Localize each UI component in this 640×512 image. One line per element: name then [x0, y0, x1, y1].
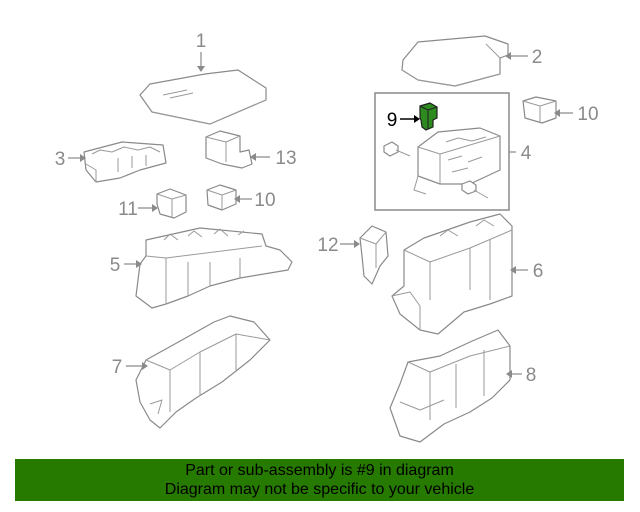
arrow-10-right-icon: [554, 109, 560, 117]
part-5-block-base[interactable]: [135, 227, 293, 309]
part-11-relay[interactable]: [156, 188, 187, 219]
part-7-bracket[interactable]: [135, 315, 271, 429]
part-4-fuse-block[interactable]: [413, 127, 501, 195]
callout-8[interactable]: 8: [526, 365, 537, 386]
part-10-relay-left[interactable]: [206, 184, 237, 211]
part-6-housing[interactable]: [391, 213, 513, 335]
part-1-cover[interactable]: [139, 69, 267, 125]
arrow-13-icon: [354, 240, 360, 248]
arrow-8-icon: [506, 370, 512, 378]
callout-10-left[interactable]: 10: [254, 190, 275, 211]
callout-4[interactable]: 4: [521, 143, 532, 164]
arrow-3-icon: [80, 154, 86, 162]
arrow-2-icon: [505, 52, 511, 60]
callout-3[interactable]: 3: [55, 149, 66, 170]
part-13-bracket[interactable]: [359, 225, 389, 285]
arrow-5-icon: [136, 260, 142, 268]
arrow-11-icon: [152, 204, 158, 212]
callout-13[interactable]: 12: [317, 235, 338, 256]
info-banner: Part or sub-assembly is #9 in diagram Di…: [15, 459, 624, 501]
part-9-fuse[interactable]: [419, 102, 438, 131]
part-10-relay-right[interactable]: [522, 96, 557, 124]
callout-5[interactable]: 5: [110, 255, 121, 276]
arrow-9-icon: [414, 115, 420, 123]
arrow-7-icon: [142, 362, 148, 370]
part-8-lower-cover[interactable]: [389, 329, 511, 443]
part-12-relay[interactable]: [205, 130, 253, 169]
arrow-10-left-icon: [234, 195, 240, 203]
part-3-block[interactable]: [83, 141, 167, 183]
callout-1[interactable]: 1: [196, 31, 207, 52]
callout-6[interactable]: 6: [533, 261, 544, 282]
callout-2[interactable]: 2: [532, 47, 543, 68]
part-2-cover[interactable]: [401, 35, 509, 87]
callout-7[interactable]: 7: [112, 357, 123, 378]
callout-10-right[interactable]: 10: [577, 104, 598, 125]
callout-9[interactable]: 9: [387, 110, 398, 131]
banner-line-1: Part or sub-assembly is #9 in diagram: [185, 462, 454, 479]
bolt-icon: [461, 180, 489, 199]
callout-12[interactable]: 13: [275, 148, 296, 169]
callout-11[interactable]: 11: [118, 199, 138, 220]
banner-line-2: Diagram may not be specific to your vehi…: [164, 481, 475, 498]
arrow-1-icon: [197, 66, 205, 72]
bolt-icon: [383, 141, 411, 157]
arrow-6-icon: [510, 266, 516, 274]
arrow-12-icon: [250, 153, 256, 161]
